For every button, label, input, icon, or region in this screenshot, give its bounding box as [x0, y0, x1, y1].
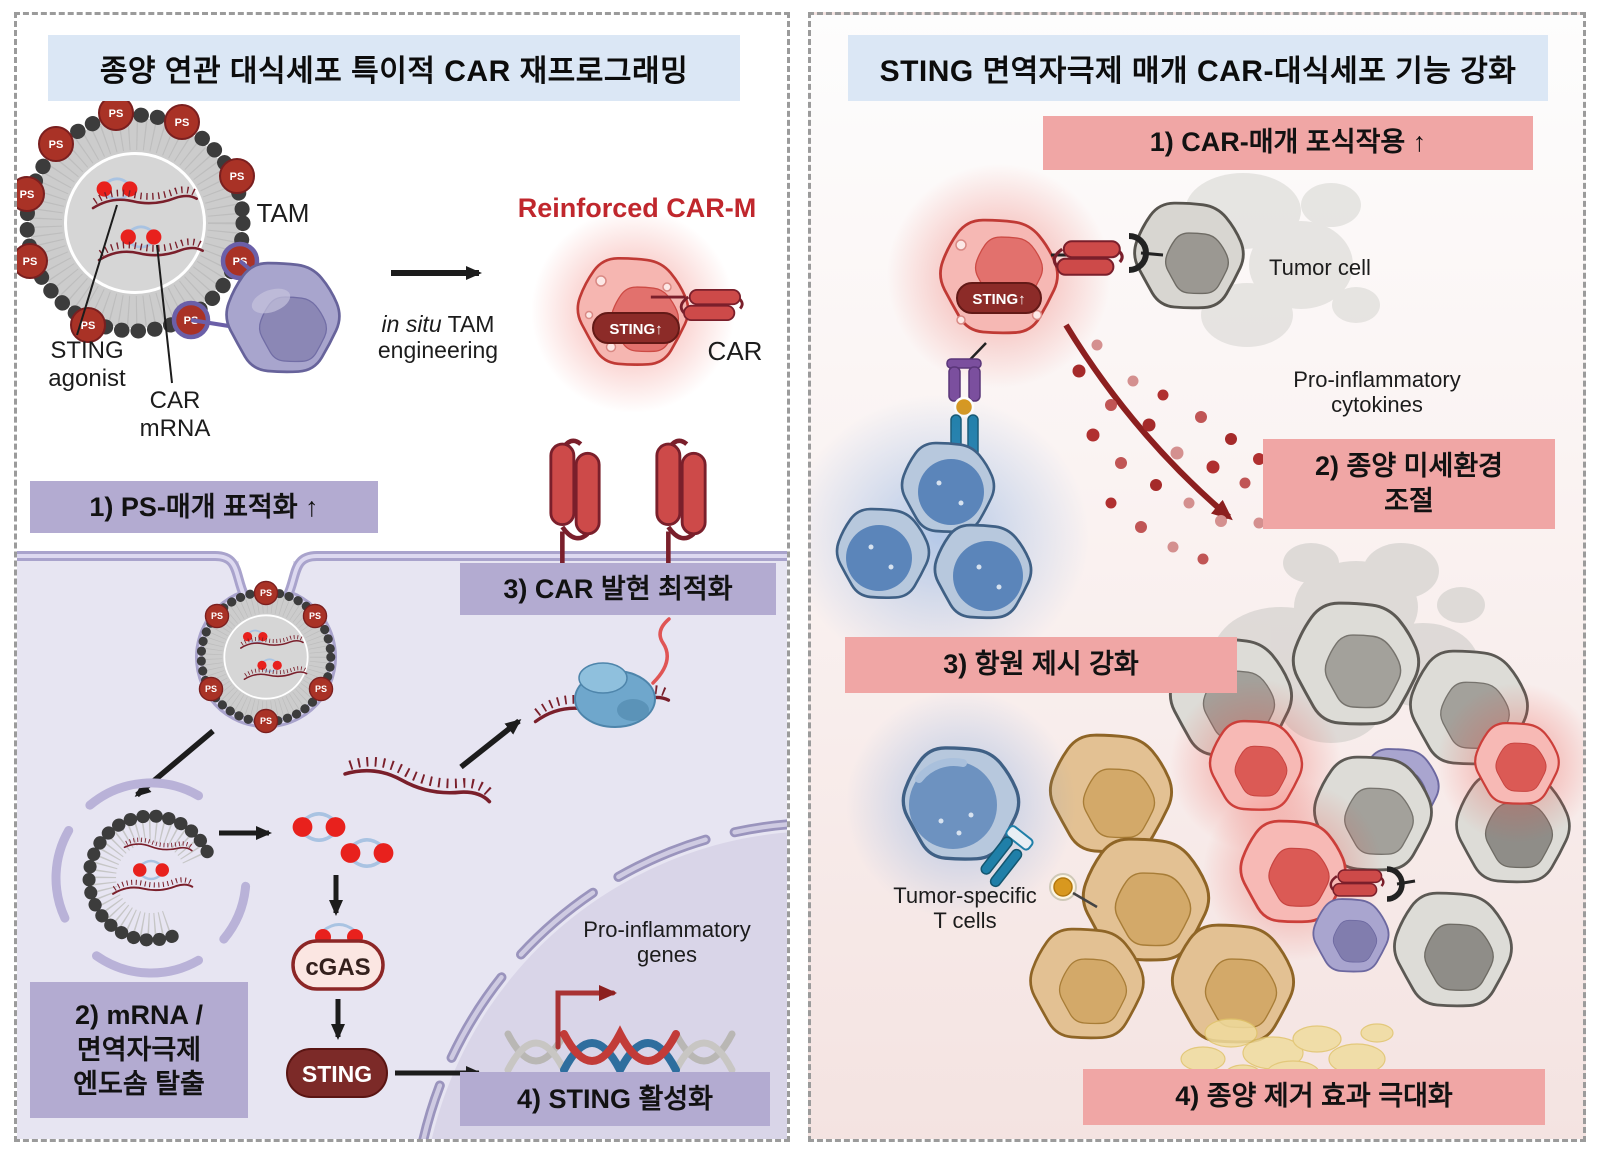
translation-arrow	[459, 718, 522, 770]
tumor-debris	[1185, 173, 1380, 347]
svg-text:PS: PS	[175, 117, 190, 129]
sting-up-badge: STING↑	[609, 321, 662, 338]
sting-label: STING	[302, 1061, 372, 1087]
endocytosed-nanoparticle: PS PS PS PS PS PS	[199, 580, 332, 734]
right-step1-box: 1) CAR-매개 포식작용 ↑	[1043, 116, 1533, 170]
reinforced-car-m-label: Reinforced CAR-M	[517, 193, 757, 223]
tcr-icon	[980, 825, 1034, 888]
left-panel: PS PS PS PS PS PS PS PS PS	[14, 12, 790, 1142]
cgas-label: cGAS	[305, 954, 370, 981]
svg-text:PS: PS	[230, 171, 245, 183]
promoter-arrow	[555, 985, 617, 1050]
sting-protein: STING	[286, 1048, 388, 1098]
ribosome	[534, 617, 670, 728]
car-label: CAR	[707, 336, 763, 366]
svg-text:PS: PS	[315, 684, 327, 694]
left-step4-box: 4) STING 활성화	[460, 1072, 770, 1126]
svg-text:PS: PS	[211, 611, 223, 621]
svg-text:PS: PS	[20, 189, 35, 201]
svg-text:PS: PS	[49, 139, 64, 151]
tumor-mass	[1029, 601, 1583, 1044]
right-step4-box: 4) 종양 제거 효과 극대화	[1083, 1069, 1545, 1125]
left-step3-box: 3) CAR 발현 최적화	[460, 563, 776, 615]
right-panel: STING↑	[808, 12, 1586, 1142]
cytokines	[1063, 323, 1265, 565]
car-m-cell-top: STING↑	[887, 164, 1164, 388]
broken-endosome	[51, 778, 251, 978]
mhc-stem	[1072, 891, 1098, 909]
cgas-protein: cGAS	[291, 923, 385, 991]
engager-and-immune-cells	[811, 342, 1089, 675]
tumor-specific-t-cells-label: Tumor-specific T cells	[893, 883, 1037, 934]
ps-icon: PS PS PS PS PS PS PS PS PS	[20, 108, 248, 332]
tam-cell	[190, 259, 341, 374]
svg-text:PS: PS	[205, 684, 217, 694]
cytokine-arrow	[1063, 323, 1233, 521]
pro-inflammatory-genes-label: Pro-inflammatory genes	[583, 917, 751, 968]
tumor-cell-top	[1133, 201, 1245, 310]
t-cell	[846, 690, 1098, 920]
right-panel-title: STING 면역자극제 매개 CAR-대식세포 기능 강화	[848, 35, 1548, 101]
left-step2-box: 2) mRNA / 면역자극제 엔도솜 탈출	[30, 982, 248, 1118]
tumor-cell-label: Tumor cell	[1269, 255, 1371, 280]
in-situ-caption: in situ TAM engineering	[377, 311, 499, 364]
tam-label: TAM	[256, 198, 310, 228]
svg-text:PS: PS	[260, 716, 272, 726]
svg-text:PS: PS	[309, 611, 321, 621]
reinforced-car-m-cell: STING↑	[531, 209, 744, 413]
right-step3-box: 3) 항원 제시 강화	[845, 637, 1237, 693]
right-panel-art: STING↑	[811, 164, 1583, 1086]
svg-text:PS: PS	[260, 588, 272, 598]
sting-up-badge: STING↑	[972, 291, 1025, 308]
svg-text:PS: PS	[23, 256, 38, 268]
cytokines-label: Pro-inflammatory cytokines	[1293, 367, 1461, 418]
car-receptor-icon	[1329, 868, 1385, 898]
dna-helix	[504, 985, 736, 1079]
left-step1-box: 1) PS-매개 표적화 ↑	[30, 481, 378, 533]
left-panel-title: 종양 연관 대식세포 특이적 CAR 재프로그래밍	[48, 35, 740, 101]
lipid-nanoparticle: PS PS PS PS PS PS PS PS PS	[17, 95, 257, 384]
car-mrna-label: CAR mRNA	[139, 387, 211, 442]
svg-text:PS: PS	[81, 320, 96, 332]
svg-text:PS: PS	[109, 108, 124, 120]
car-receptor-icon	[1052, 239, 1124, 277]
right-step2-box: 2) 종양 미세환경 조절	[1263, 439, 1555, 529]
sting-agonist-label: STING agonist	[48, 337, 126, 392]
